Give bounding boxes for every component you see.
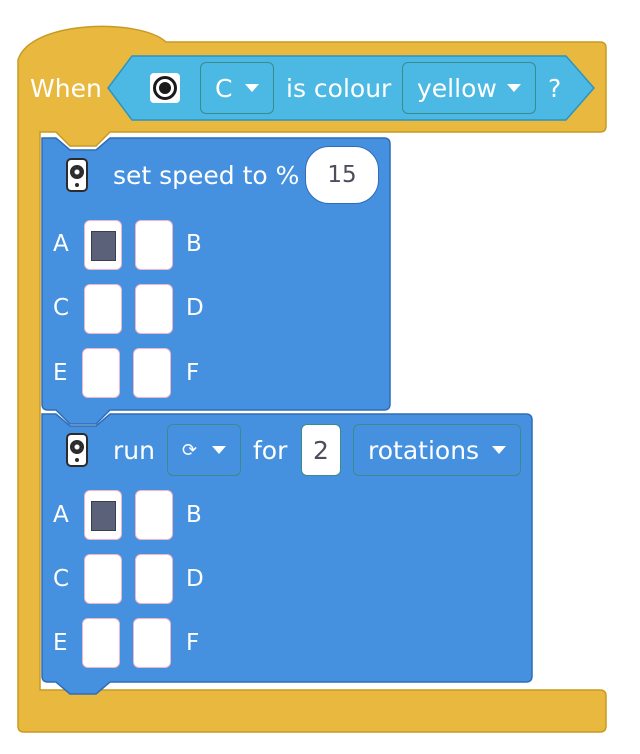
- port-label-d: D: [186, 566, 204, 592]
- port-label-f: F: [186, 360, 200, 386]
- color-sensor-icon: [150, 73, 180, 103]
- set-speed-label: set speed to %: [113, 161, 300, 190]
- port-label-d: D: [186, 295, 204, 321]
- port-label-c: C: [53, 295, 70, 321]
- speed-port-f-toggle[interactable]: [133, 348, 171, 398]
- motor-icon: [66, 433, 88, 467]
- speed-port-d-toggle[interactable]: [135, 284, 173, 334]
- unit-dropdown[interactable]: rotations: [353, 424, 521, 476]
- port-label-f: F: [186, 630, 200, 656]
- is-colour-label: is colour: [286, 74, 392, 103]
- speed-port-b-toggle[interactable]: [135, 220, 173, 270]
- run-port-a-toggle[interactable]: [84, 490, 122, 540]
- speed-value: 15: [327, 162, 357, 188]
- run-port-d-toggle[interactable]: [135, 554, 173, 604]
- amount-value: 2: [313, 435, 329, 465]
- colour-dropdown[interactable]: yellow: [402, 62, 536, 114]
- run-port-c-toggle[interactable]: [84, 554, 122, 604]
- chevron-down-icon: [245, 84, 259, 92]
- sensor-port-value: C: [215, 73, 233, 103]
- speed-port-e-toggle[interactable]: [82, 348, 120, 398]
- chevron-down-icon: [507, 84, 521, 92]
- port-label-b: B: [186, 502, 202, 528]
- speed-port-c-toggle[interactable]: [84, 284, 122, 334]
- unit-value: rotations: [368, 435, 480, 465]
- chevron-down-icon: [492, 446, 506, 454]
- port-label-b: B: [186, 231, 202, 257]
- port-label-e: E: [53, 630, 68, 656]
- port-label-a: A: [53, 502, 69, 528]
- direction-dropdown[interactable]: ⟳: [167, 424, 241, 476]
- run-port-e-toggle[interactable]: [82, 618, 120, 668]
- direction-value: ⟳: [182, 439, 198, 461]
- chevron-down-icon: [212, 446, 226, 454]
- motor-icon: [66, 158, 88, 192]
- run-port-f-toggle[interactable]: [133, 618, 171, 668]
- set-speed-block[interactable]: [41, 137, 391, 425]
- port-label-e: E: [53, 360, 68, 386]
- colour-value: yellow: [417, 73, 497, 103]
- run-port-b-toggle[interactable]: [135, 490, 173, 540]
- question-label: ?: [548, 74, 562, 103]
- for-label: for: [253, 436, 288, 465]
- speed-value-input[interactable]: 15: [305, 146, 379, 204]
- port-label-c: C: [53, 566, 70, 592]
- when-label: When: [30, 74, 102, 103]
- run-label: run: [113, 436, 155, 465]
- sensor-port-dropdown[interactable]: C: [200, 62, 274, 114]
- speed-port-a-toggle[interactable]: [84, 220, 122, 270]
- amount-input[interactable]: 2: [301, 424, 341, 476]
- port-label-a: A: [53, 231, 69, 257]
